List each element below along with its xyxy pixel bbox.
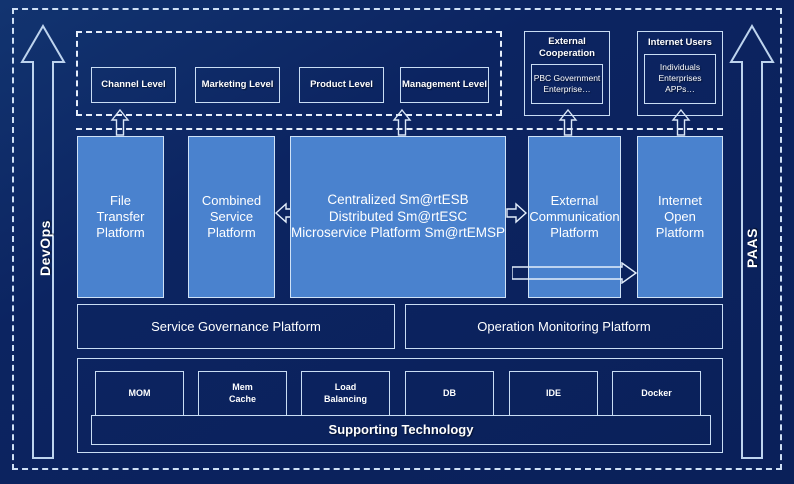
- level-label-channel: Channel Level: [101, 79, 166, 91]
- tech-chip-mem-cache[interactable]: Mem Cache: [198, 371, 287, 416]
- external-cooperation-title: External Cooperation: [525, 36, 609, 60]
- tech-chip-load-balancing-line1: Load: [334, 381, 357, 392]
- external-cooperation-inner[interactable]: PBC Government Enterprise…: [531, 63, 603, 104]
- platform-internet-open-text: Internet Open Platform: [656, 193, 704, 242]
- tech-chip-load-balancing-line2: Balancing: [323, 393, 367, 404]
- connector-arrow-internet-open-up: [671, 108, 691, 136]
- internet-users-inner-line3: APPs…: [665, 84, 695, 95]
- level-box-marketing[interactable]: Marketing Level: [195, 67, 280, 103]
- internet-users-inner[interactable]: Individuals Enterprises APPs…: [644, 53, 716, 104]
- platform-file-transfer-line3: Platform: [96, 225, 145, 241]
- internet-users-inner-line1: Individuals: [659, 62, 701, 73]
- platform-core-esb[interactable]: Centralized Sm@rtESB Distributed Sm@rtES…: [290, 136, 506, 298]
- supporting-technology-container: [77, 358, 723, 453]
- tech-chip-db-text: DB: [443, 388, 456, 400]
- tech-chip-ide[interactable]: IDE: [509, 371, 598, 416]
- tech-chip-mem-cache-line1: Mem: [232, 381, 253, 392]
- tech-chip-mom-text: MOM: [129, 388, 151, 400]
- tech-chip-mem-cache-text: Mem Cache: [229, 382, 256, 405]
- service-governance-platform[interactable]: Service Governance Platform: [77, 304, 395, 349]
- tech-chip-db[interactable]: DB: [405, 371, 494, 416]
- level-label-marketing: Marketing Level: [201, 79, 274, 91]
- tech-chip-mem-cache-line2: Cache: [228, 393, 256, 404]
- platform-combined-service-line3: Platform: [207, 225, 256, 241]
- supporting-technology-banner[interactable]: Supporting Technology: [91, 415, 711, 445]
- platform-external-communication-text: External Communication Platform: [529, 193, 619, 242]
- business-levels-container: [76, 31, 502, 116]
- external-cooperation-inner-text: PBC Government Enterprise…: [534, 73, 601, 95]
- platform-combined-service-line2: Service: [209, 208, 254, 224]
- connector-arrow-core-platform-up: [392, 108, 412, 136]
- platform-file-transfer[interactable]: File Transfer Platform: [77, 136, 164, 298]
- tech-chip-mom-line1: MOM: [128, 387, 151, 398]
- external-cooperation-title-line2: Cooperation: [539, 47, 595, 59]
- tech-chip-mom[interactable]: MOM: [95, 371, 184, 416]
- platform-internet-open-line3: Platform: [655, 225, 705, 241]
- platform-internet-open-line1: Internet: [657, 192, 703, 208]
- internet-users-inner-text: Individuals Enterprises APPs…: [659, 62, 702, 95]
- platform-external-communication[interactable]: External Communication Platform: [528, 136, 621, 298]
- internet-users-title: Internet Users: [648, 37, 712, 48]
- platform-boundary-divider: [76, 128, 723, 130]
- operation-monitoring-platform[interactable]: Operation Monitoring Platform: [405, 304, 723, 349]
- tech-chip-docker[interactable]: Docker: [612, 371, 701, 416]
- connector-arrow-file-transfer-up: [110, 108, 130, 136]
- platform-combined-service[interactable]: Combined Service Platform: [188, 136, 275, 298]
- tech-chip-ide-line1: IDE: [545, 387, 561, 398]
- outer-dashed-frame: [12, 8, 782, 470]
- platform-external-communication-line1: External: [550, 192, 599, 208]
- external-cooperation-title-line1: External: [548, 36, 586, 47]
- tech-chip-ide-text: IDE: [546, 388, 561, 400]
- platform-combined-service-line1: Combined: [201, 192, 262, 208]
- internet-users-inner-line2: Enterprises: [658, 73, 702, 84]
- external-cooperation-inner-line1: PBC Government: [533, 72, 601, 83]
- tech-chip-load-balancing[interactable]: Load Balancing: [301, 371, 390, 416]
- connector-arrow-core-to-internet-open: [512, 262, 638, 284]
- tech-chip-load-balancing-text: Load Balancing: [324, 382, 367, 405]
- paas-arrow-icon: [729, 22, 775, 460]
- level-box-management[interactable]: Management Level: [400, 67, 489, 103]
- external-cooperation-group[interactable]: External Cooperation PBC Government Ente…: [524, 31, 610, 116]
- platform-core-esb-line2: Distributed Sm@rtESC: [328, 208, 468, 224]
- external-cooperation-inner-line2: Enterprise…: [543, 83, 591, 94]
- internet-users-group[interactable]: Internet Users Individuals Enterprises A…: [637, 31, 723, 116]
- platform-core-esb-line3: Microservice Platform Sm@rtEMSP: [291, 225, 505, 241]
- platform-core-esb-line1: Centralized Sm@rtESB: [327, 191, 469, 207]
- platform-combined-service-text: Combined Service Platform: [202, 193, 261, 242]
- platform-external-communication-line2: Communication: [529, 208, 620, 224]
- level-label-product: Product Level: [310, 79, 373, 91]
- level-box-product[interactable]: Product Level: [299, 67, 384, 103]
- level-label-management: Management Level: [402, 79, 487, 91]
- platform-core-esb-text: Centralized Sm@rtESB Distributed Sm@rtES…: [291, 192, 505, 243]
- platform-file-transfer-line1: File: [110, 192, 131, 208]
- platform-file-transfer-line2: Transfer: [96, 208, 145, 224]
- supporting-technology-label: Supporting Technology: [328, 422, 474, 438]
- platform-internet-open[interactable]: Internet Open Platform: [637, 136, 723, 298]
- level-box-channel[interactable]: Channel Level: [91, 67, 176, 103]
- tech-chip-db-line1: DB: [443, 387, 456, 398]
- platform-external-communication-line3: Platform: [550, 225, 599, 241]
- devops-label: DevOps: [37, 220, 53, 276]
- service-governance-platform-label: Service Governance Platform: [151, 318, 321, 334]
- platform-file-transfer-text: File Transfer Platform: [96, 193, 144, 242]
- devops-arrow-icon: [20, 22, 66, 460]
- platform-internet-open-line2: Open: [664, 208, 696, 224]
- connector-arrow-core-to-external-right: [506, 200, 528, 226]
- operation-monitoring-platform-label: Operation Monitoring Platform: [477, 318, 651, 334]
- tech-chip-docker-line1: Docker: [641, 387, 672, 398]
- tech-chip-docker-text: Docker: [641, 388, 672, 400]
- connector-arrow-external-comm-up: [558, 108, 578, 136]
- paas-label: PAAS: [744, 228, 760, 268]
